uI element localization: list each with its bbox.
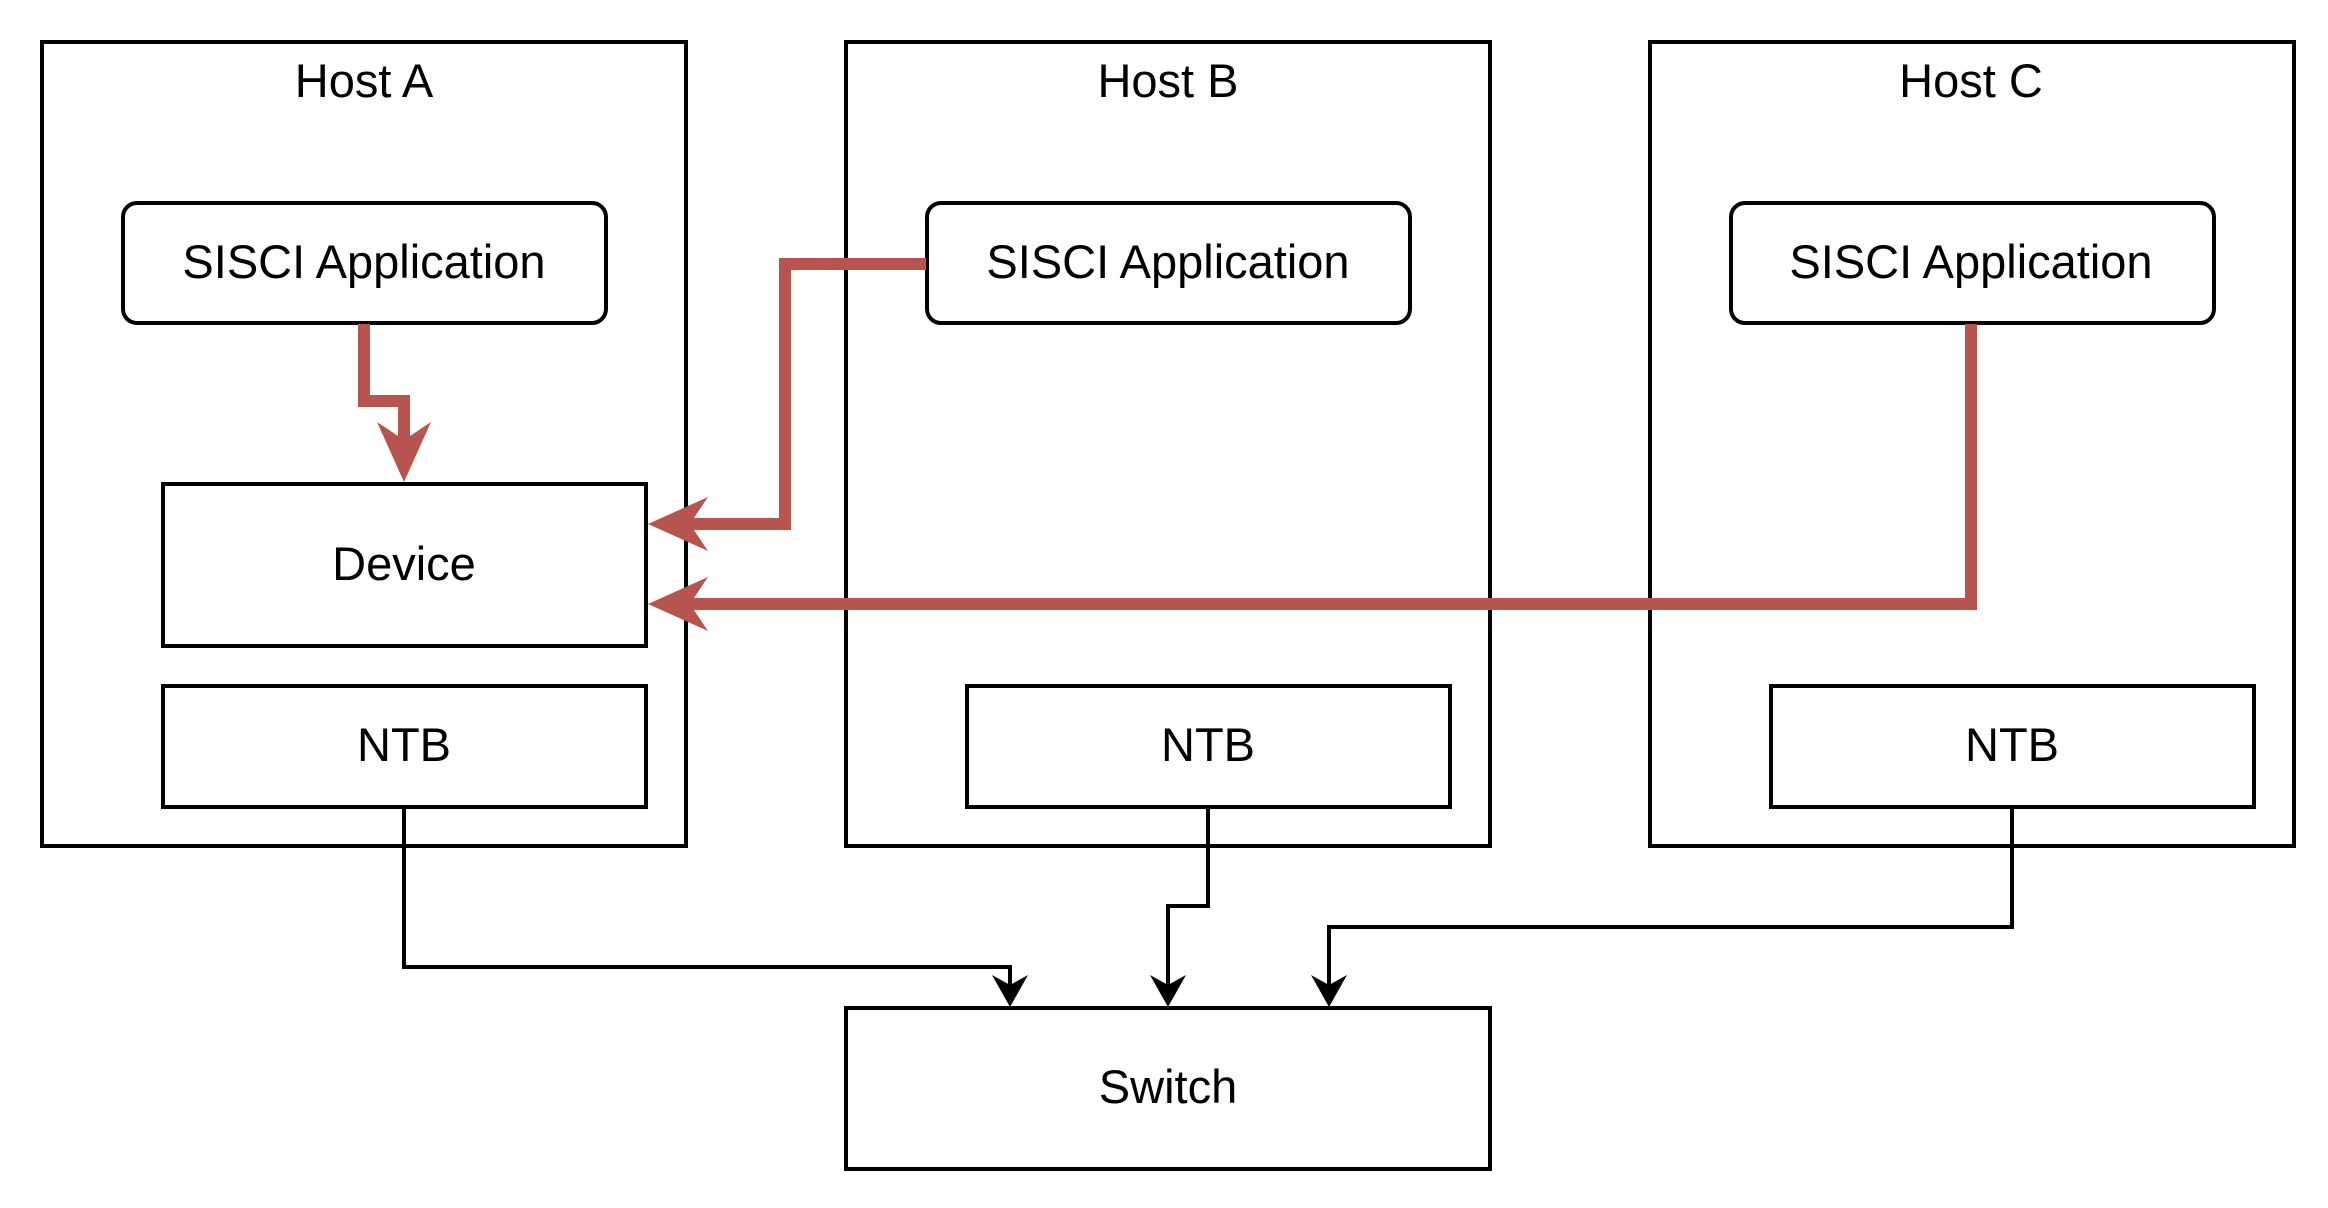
host-b-ntb: NTB <box>965 684 1452 809</box>
host-c-title: Host C <box>1899 54 2043 107</box>
link-host-b-arrowhead <box>1150 975 1186 1007</box>
host-b-app: SISCI Application <box>925 201 1412 325</box>
link-host-c-arrowhead <box>1311 975 1347 1007</box>
device-access-paths <box>358 258 1977 631</box>
path-host-a-arrowhead <box>377 422 431 482</box>
host-c-frame <box>1648 40 2296 848</box>
device-box <box>161 482 648 648</box>
switch-box <box>844 1006 1492 1171</box>
path-host-c-arrowhead <box>648 577 708 631</box>
host-c-ntb-box <box>1769 684 2256 809</box>
path-host-c-app-to-device <box>690 324 1977 610</box>
host-a-sisci-application-box <box>121 201 608 325</box>
host-b-sisci-application-label: SISCI Application <box>986 235 1349 288</box>
host-a-ntb: NTB <box>161 684 648 809</box>
host-a-frame <box>40 40 688 848</box>
host-b-sisci-application-box <box>925 201 1412 325</box>
host-a-app: SISCI Application <box>121 201 608 325</box>
link-host-a-arrowhead <box>992 975 1028 1007</box>
host-c-ntb: NTB <box>1769 684 2256 809</box>
host-b-ntb-label: NTB <box>1161 718 1255 771</box>
host-b: Host B <box>844 40 1492 848</box>
host-c-sisci-application-box <box>1729 201 2216 325</box>
host-b-title: Host B <box>1097 54 1238 107</box>
host-a-title: Host A <box>295 54 434 107</box>
device: Device <box>161 482 648 648</box>
host-c-ntb-label: NTB <box>1965 718 2059 771</box>
path-host-b-arrowhead <box>648 497 708 551</box>
link-host-c-ntb-to-switch <box>1327 808 2014 985</box>
host-c: Host C <box>1648 40 2296 848</box>
host-a: Host A <box>40 40 688 848</box>
switch: Switch <box>844 1006 1492 1171</box>
host-b-frame <box>844 40 1492 848</box>
device-label: Device <box>332 537 476 590</box>
host-a-sisci-application-label: SISCI Application <box>182 235 545 288</box>
host-c-app: SISCI Application <box>1729 201 2216 325</box>
link-host-a-ntb-to-switch <box>402 808 1012 985</box>
path-host-b-app-to-device <box>690 258 926 530</box>
link-host-b-ntb-to-switch <box>1166 808 1210 985</box>
path-host-a-app-to-device <box>358 324 410 440</box>
host-a-ntb-box <box>161 684 648 809</box>
host-c-sisci-application-label: SISCI Application <box>1789 235 2152 288</box>
switch-label: Switch <box>1099 1060 1237 1113</box>
host-a-ntb-label: NTB <box>357 718 451 771</box>
host-b-ntb-box <box>965 684 1452 809</box>
ntb-switch-links <box>402 808 2014 1007</box>
